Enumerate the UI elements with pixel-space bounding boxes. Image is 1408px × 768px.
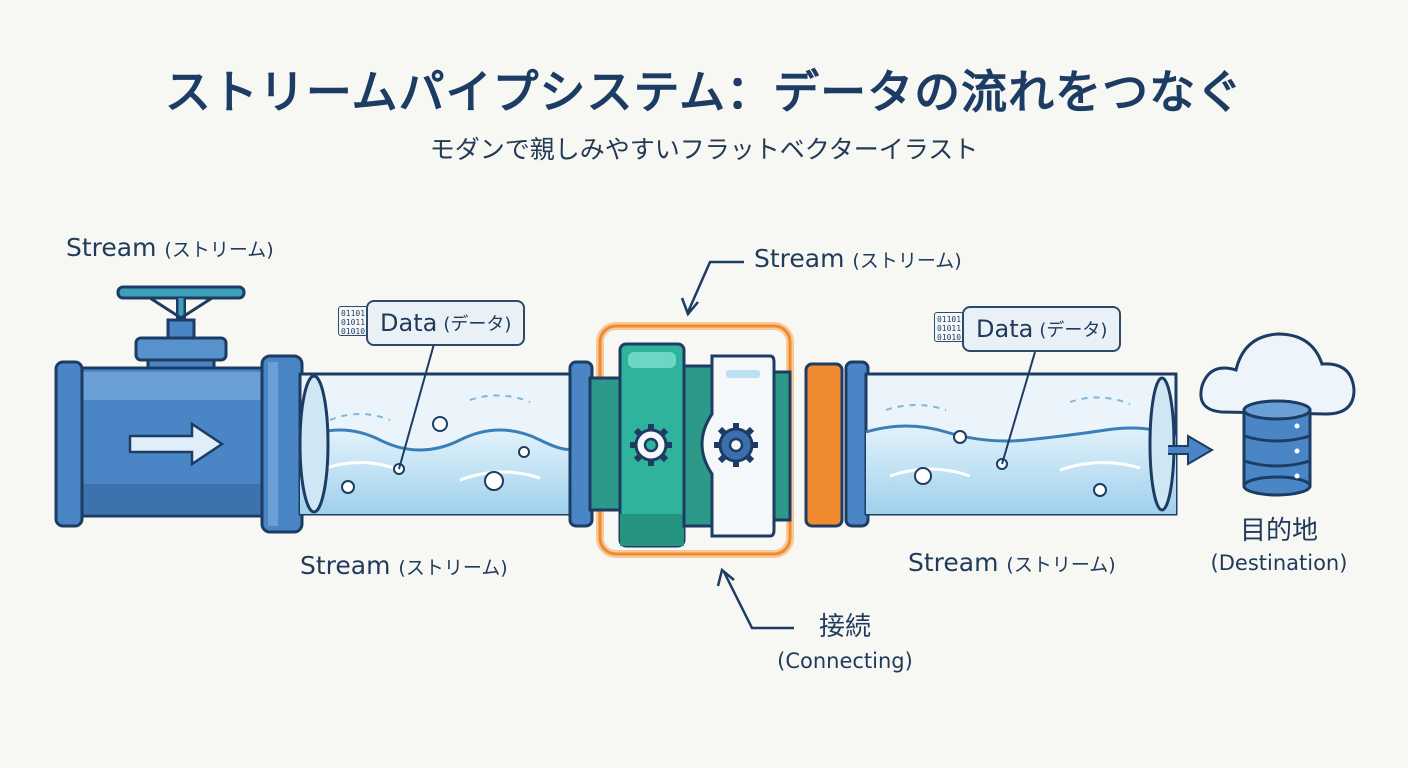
flow-arrow-icon bbox=[128, 421, 225, 467]
seal-ring bbox=[804, 362, 844, 528]
stream-label-top-left: Stream (ストリーム) bbox=[66, 233, 274, 262]
destination-label: 目的地 (Destination) bbox=[1210, 516, 1348, 575]
stream-pipe-right bbox=[864, 351, 1214, 516]
callout-arrow-connecting bbox=[716, 567, 794, 630]
connecting-label: 接続 (Connecting) bbox=[777, 612, 913, 673]
connector bbox=[588, 322, 794, 558]
page-subtitle: モダンで親しみやすいフラットベクターイラスト bbox=[429, 135, 979, 164]
cloud-icon bbox=[1199, 332, 1356, 416]
callout-arrow-stream bbox=[680, 260, 744, 317]
stream-label-top-center: Stream (ストリーム) bbox=[754, 244, 962, 273]
stream-label-bottom-right: Stream (ストリーム) bbox=[908, 548, 1116, 577]
gear-icon bbox=[630, 424, 672, 466]
gear-icon bbox=[714, 423, 758, 467]
page-title: ストリームパイプシステム：データの流れをつなぐ bbox=[164, 65, 1244, 119]
stream-pipe-left bbox=[298, 343, 582, 516]
inlet-pipe bbox=[54, 354, 304, 534]
stream-label-bottom-left: Stream (ストリーム) bbox=[300, 551, 508, 580]
database-icon bbox=[1242, 399, 1312, 497]
data-tag-left: Data(データ) bbox=[366, 300, 526, 346]
data-tag-right: Data(データ) bbox=[962, 306, 1122, 352]
